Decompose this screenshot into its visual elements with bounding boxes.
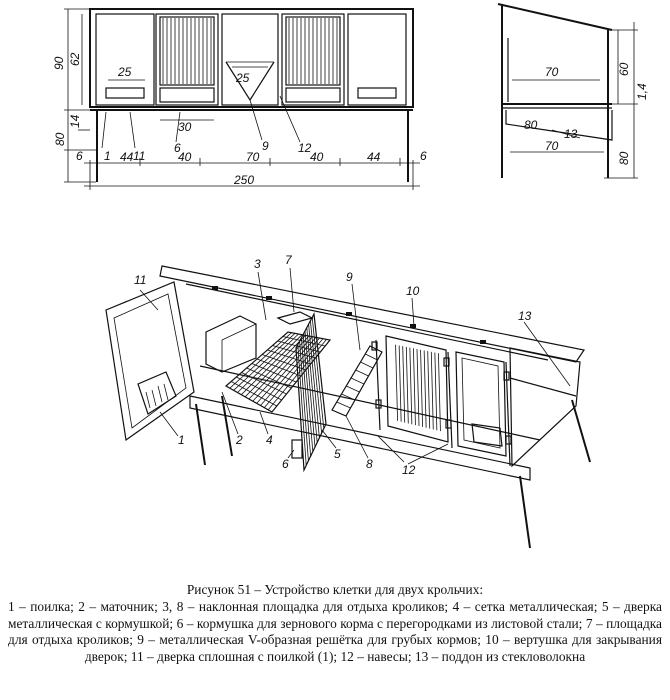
iso-callout-3: 3 (254, 257, 261, 271)
front-drinker-left (105, 87, 145, 99)
iso-latches (212, 286, 486, 344)
dim-250: 250 (233, 173, 254, 187)
figure-caption: Рисунок 51 – Устройство клетки для двух … (8, 582, 662, 666)
iso-callout-8: 8 (366, 457, 373, 471)
iso-callout-4: 4 (266, 433, 273, 447)
iso-callout-5: 5 (334, 447, 341, 461)
iso-leg-1 (195, 403, 206, 466)
dim-14: 14 (68, 114, 82, 128)
callout-11: 11 (133, 149, 145, 163)
iso-mesh-floor (224, 331, 332, 413)
callout-12: 12 (298, 141, 312, 155)
iso-callout-6: 6 (282, 457, 289, 471)
iso-side-panel (509, 347, 581, 468)
dim-70: 70 (246, 150, 260, 164)
iso-hinges (371, 341, 512, 445)
iso-callout-7: 7 (285, 253, 293, 267)
iso-callout-2: 2 (235, 433, 243, 447)
front-grille-left (159, 16, 215, 86)
front-compartment-3 (281, 13, 345, 106)
iso-callout-11: 11 (134, 273, 146, 287)
caption-legend: 1 – поилка; 2 – маточник; 3, 8 – наклонн… (8, 598, 662, 665)
dim-30: 30 (178, 120, 192, 134)
dim-6-left: 6 (76, 149, 83, 163)
dim-40-right: 40 (310, 150, 324, 164)
dim-40-left: 40 (178, 150, 192, 164)
dim-25-v: 25 (235, 71, 250, 85)
dim-44-right: 44 (367, 150, 381, 164)
front-compartment-1 (95, 13, 155, 106)
iso-callout-10: 10 (406, 284, 420, 298)
iso-floor-rail (189, 395, 531, 481)
front-feeder-right (285, 87, 341, 103)
front-drinker-right (357, 87, 397, 99)
caption-title: Рисунок 51 – Устройство клетки для двух … (186, 582, 484, 597)
front-grille-right (285, 16, 341, 86)
dim-6-right: 6 (420, 149, 427, 163)
iso-callout-9: 9 (346, 270, 353, 284)
front-compartment-middle (221, 13, 279, 106)
dim-44-left: 44 (120, 150, 134, 164)
iso-sloped-platform (331, 345, 383, 417)
iso-nest-box (205, 315, 257, 373)
dim-62: 62 (68, 52, 82, 66)
iso-callout-1: 1 (178, 433, 185, 447)
front-compartment-4 (347, 13, 407, 106)
front-view-drawing: 90 62 14 80 6 25 30 25 1 11 6 9 12 44 40… (52, 8, 427, 190)
iso-roof (159, 265, 585, 363)
iso-right-solid-door (455, 351, 507, 457)
iso-right-grille-door (385, 335, 449, 443)
iso-right-drinker (471, 423, 503, 447)
iso-leg-3 (571, 399, 591, 463)
iso-feeder (291, 439, 303, 459)
front-cage-body (89, 8, 414, 108)
front-compartment-2 (155, 13, 219, 106)
iso-drinker (137, 371, 177, 415)
iso-callout-13: 13 (518, 309, 532, 323)
iso-left-door (105, 281, 195, 442)
dim-80: 80 (53, 132, 67, 146)
front-v-rack (225, 61, 275, 102)
iso-callout-12: 12 (402, 463, 416, 477)
callout-9: 9 (262, 139, 269, 153)
front-feeder-left (159, 87, 215, 103)
iso-leg-2 (519, 475, 531, 549)
iso-metal-door (295, 311, 327, 473)
callout-1: 1 (104, 149, 111, 163)
callout-6: 6 (174, 141, 181, 155)
dim-25: 25 (117, 65, 132, 79)
iso-rest-platform (276, 311, 314, 325)
dim-90: 90 (52, 56, 66, 70)
